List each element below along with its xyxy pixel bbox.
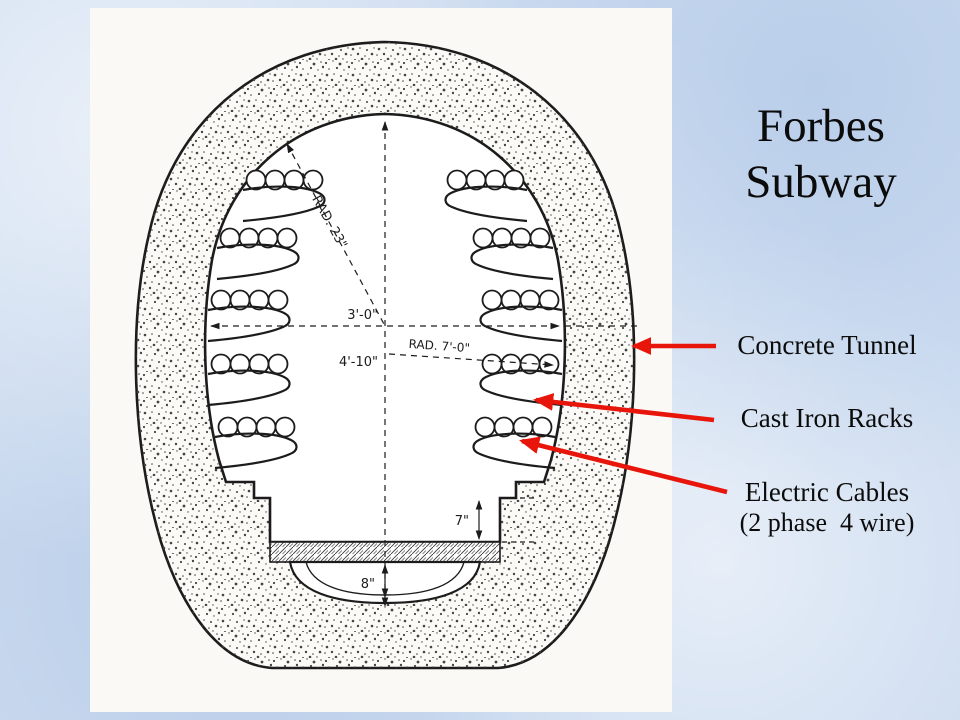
callout-electric-cables: Electric Cables (2 phase 4 wire)	[698, 477, 956, 538]
tunnel-cross-section-diagram: RAD. 23" 3'-0" RAD. 7'-0" 4'-10" 7" 8"	[134, 40, 639, 670]
callout-concrete-tunnel-label: Concrete Tunnel	[737, 330, 917, 360]
dim-label-7: 7"	[455, 514, 469, 529]
callout-cast-iron-racks-label: Cast Iron Racks	[740, 403, 914, 433]
callout-electric-cables-sublabel: (2 phase 4 wire)	[739, 508, 915, 538]
callout-cast-iron-racks: Cast Iron Racks	[698, 403, 956, 434]
callout-electric-cables-label: Electric Cables	[744, 477, 910, 507]
dim-label-3-0: 3'-0"	[347, 308, 378, 323]
dim-label-8: 8"	[361, 577, 375, 592]
slide-title: Forbes Subway	[686, 98, 956, 211]
slide-title-line1: Forbes	[757, 100, 885, 152]
callout-concrete-tunnel: Concrete Tunnel	[698, 330, 956, 361]
slide-title-line2: Subway	[745, 156, 897, 209]
dimension-lines	[210, 121, 639, 607]
diagram-panel: RAD. 23" 3'-0" RAD. 7'-0" 4'-10" 7" 8"	[90, 8, 672, 712]
dim-label-4-10: 4'-10"	[339, 355, 378, 370]
dim-label-rad7: RAD. 7'-0"	[408, 337, 470, 355]
